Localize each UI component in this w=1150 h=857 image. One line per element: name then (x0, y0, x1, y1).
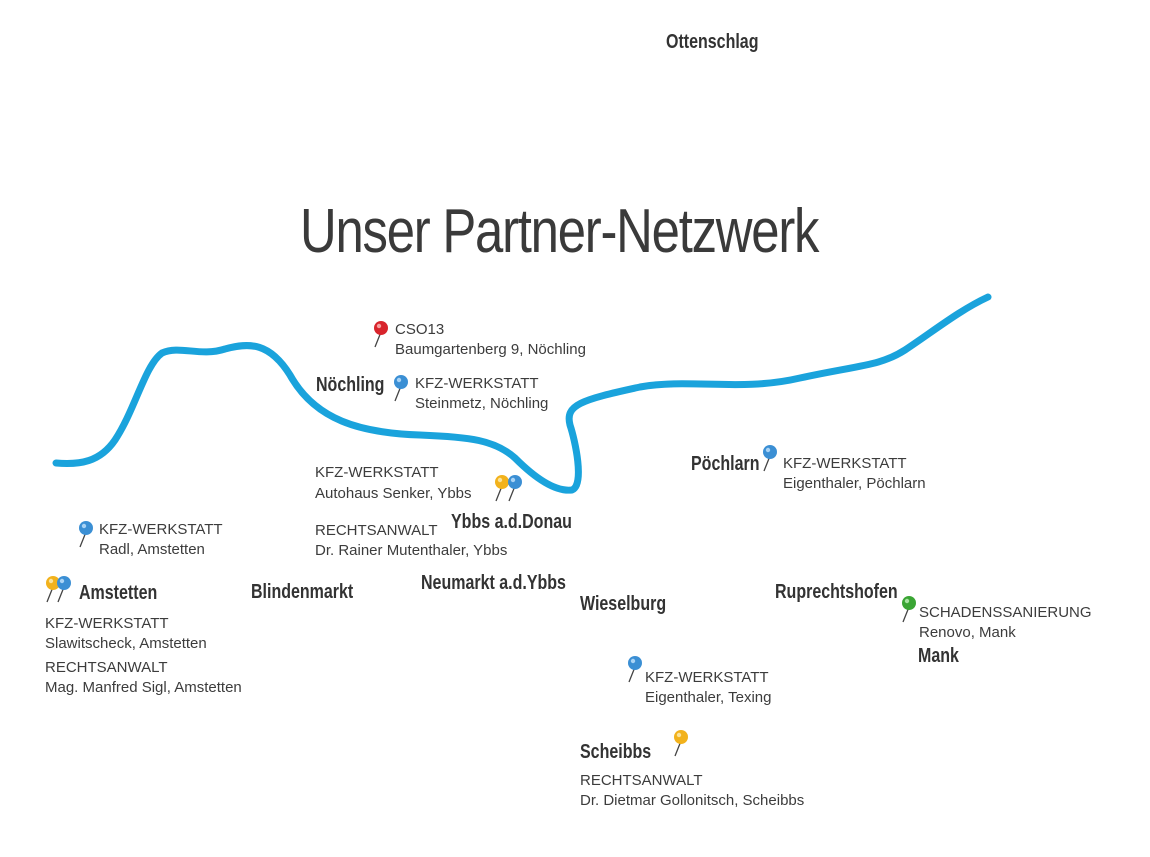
partner-name: Steinmetz, Nöchling (415, 395, 549, 412)
partner-name: Baumgartenberg 9, Nöchling (395, 341, 586, 358)
red-pin-icon[interactable] (371, 320, 393, 350)
blue-pin-icon[interactable] (505, 474, 527, 504)
partner-name: Renovo, Mank (919, 624, 1016, 641)
partner-category: KFZ-WERKSTATT (783, 455, 907, 472)
town-label-ottenschlag: Ottenschlag (666, 31, 759, 53)
green-pin-icon[interactable] (899, 595, 921, 625)
partner-name: Eigenthaler, Pöchlarn (783, 475, 926, 492)
yellow-pin-icon[interactable] (671, 729, 693, 759)
partner-category: KFZ-WERKSTATT (645, 669, 769, 686)
partner-name: Radl, Amstetten (99, 541, 205, 558)
partner-category: CSO13 (395, 321, 445, 338)
partner-name: Mag. Manfred Sigl, Amstetten (45, 679, 242, 696)
town-label-scheibbs: Scheibbs (580, 741, 652, 763)
town-label-neumarkt: Neumarkt a.d.Ybbs (421, 572, 566, 594)
partner-category: KFZ-WERKSTATT (315, 464, 439, 481)
town-label-ruprechtshofen: Ruprechtshofen (775, 581, 898, 603)
partner-name: Dr. Dietmar Gollonitsch, Scheibbs (580, 792, 805, 809)
partner-name: Slawitscheck, Amstetten (45, 635, 207, 652)
town-label-wieselburg: Wieselburg (580, 593, 667, 615)
partner-name: Dr. Rainer Mutenthaler, Ybbs (315, 542, 508, 559)
blue-pin-icon[interactable] (760, 444, 782, 474)
town-label-ybbs: Ybbs a.d.Donau (451, 511, 572, 533)
blue-pin-icon[interactable] (625, 655, 647, 685)
town-label-poechlarn: Pöchlarn (691, 453, 760, 475)
yellow-pin-icon[interactable] (43, 575, 65, 605)
blue-pin-icon[interactable] (391, 374, 413, 404)
page-title: Unser Partner-Netzwerk (300, 197, 819, 266)
partner-name: Eigenthaler, Texing (645, 689, 772, 706)
town-label-noechling: Nöchling (316, 374, 385, 396)
town-label-amstetten: Amstetten (79, 582, 158, 604)
partner-category: SCHADENSSANIERUNG (919, 604, 1092, 621)
blue-pin-icon[interactable] (54, 575, 76, 605)
yellow-pin-icon[interactable] (492, 474, 514, 504)
partner-category: KFZ-WERKSTATT (415, 375, 539, 392)
partner-category: RECHTSANWALT (45, 659, 168, 676)
blue-pin-icon[interactable] (76, 520, 98, 550)
town-label-mank: Mank (918, 645, 959, 667)
partner-name: Autohaus Senker, Ybbs (315, 485, 472, 502)
partner-category: RECHTSANWALT (580, 772, 703, 789)
partner-category: KFZ-WERKSTATT (45, 615, 169, 632)
town-label-blindenmarkt: Blindenmarkt (251, 581, 354, 603)
partner-category: RECHTSANWALT (315, 522, 438, 539)
partner-category: KFZ-WERKSTATT (99, 521, 223, 538)
